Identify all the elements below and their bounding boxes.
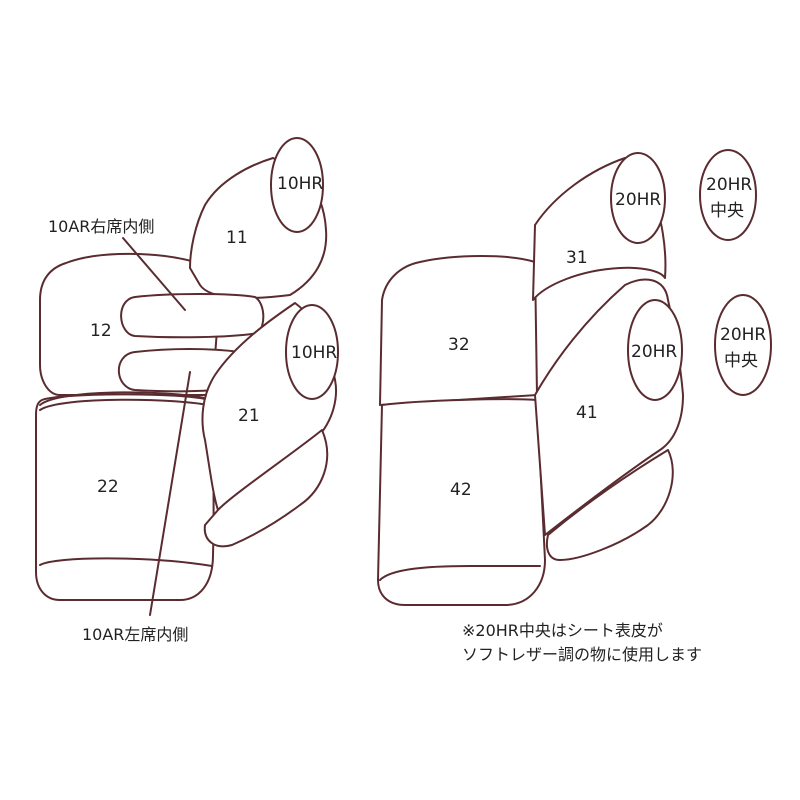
label-20hr-upper: 20HR: [615, 190, 661, 210]
label-20hr-center-lower-l1: 20HR: [720, 325, 766, 345]
seat-part-41-cushion: [545, 449, 674, 561]
label-10hr-upper: 10HR: [277, 174, 323, 194]
seat-part-32: [379, 255, 538, 406]
label-20hr-center-upper-l1: 20HR: [706, 175, 752, 195]
headrest-20hr-center-upper: [699, 149, 757, 241]
left-seat-group: [35, 137, 339, 616]
label-11: 11: [226, 228, 248, 248]
label-31: 31: [566, 248, 588, 268]
note-line-2: ソフトレザー調の物に使用します: [462, 645, 702, 664]
headrest-20hr-upper: [610, 152, 666, 244]
label-21: 21: [238, 406, 260, 426]
label-20hr-lower: 20HR: [631, 342, 677, 362]
armrest-10ar-right-inner: [120, 293, 265, 339]
headrest-10hr-upper: [270, 137, 324, 233]
cushion-22-front-edge: [39, 557, 213, 567]
annotation-left-seat-inner: 10AR左席内側: [82, 625, 188, 644]
seam-12-22: [39, 391, 213, 406]
label-10hr-lower: 10HR: [291, 343, 337, 363]
label-20hr-center-upper-l2: 中央: [710, 201, 744, 221]
leader-right-inner: [122, 237, 186, 311]
seat-part-42: [377, 398, 546, 606]
label-12: 12: [90, 321, 112, 341]
label-41: 41: [576, 403, 598, 423]
label-32: 32: [448, 335, 470, 355]
label-20hr-center-lower-l2: 中央: [724, 351, 758, 371]
headrest-20hr-center-lower: [714, 294, 772, 396]
headrest-10hr-lower: [285, 304, 339, 400]
note-line-1: ※20HR中央はシート表皮が: [462, 621, 663, 640]
seam-12-22b: [39, 398, 213, 411]
seat-part-21-cushion: [203, 429, 329, 548]
label-42: 42: [450, 480, 472, 500]
headrest-20hr-lower: [627, 299, 683, 401]
right-seat-group: [377, 149, 772, 606]
cushion-42-front-edge: [379, 565, 541, 581]
leader-left-inner: [149, 371, 191, 616]
annotation-right-seat-inner: 10AR右席内側: [48, 217, 154, 236]
label-22: 22: [97, 477, 119, 497]
seat-part-22: [35, 393, 215, 601]
